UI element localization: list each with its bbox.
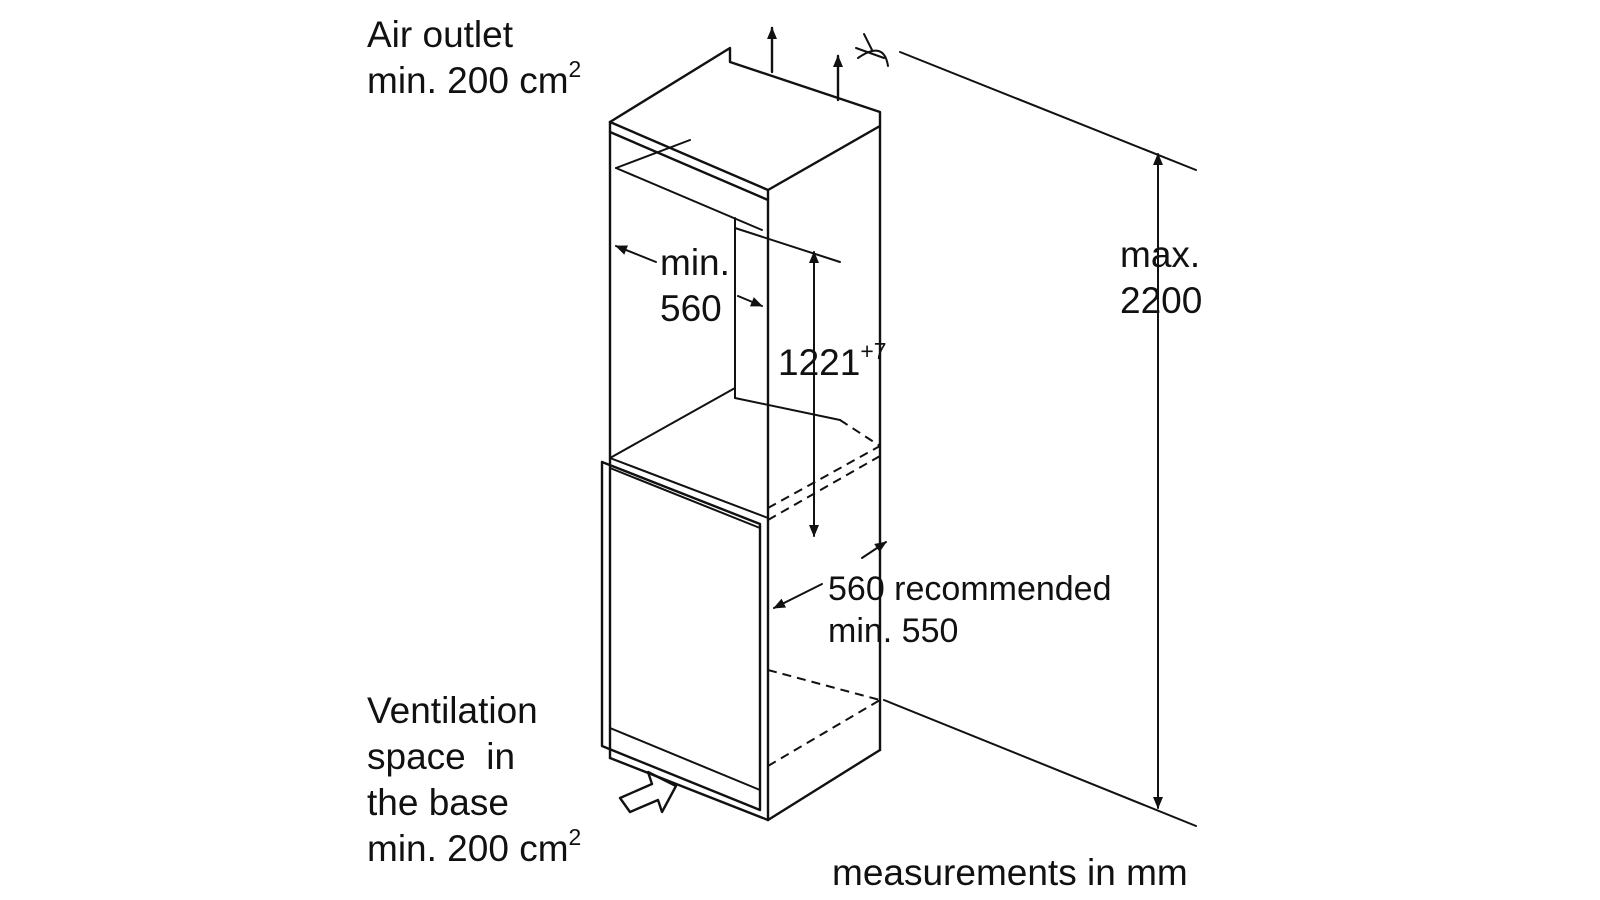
ventilation-line2: space in <box>367 736 516 777</box>
niche-height-value: 1221 <box>778 342 861 383</box>
depth-dimension <box>773 541 887 609</box>
min-width-dimension <box>615 245 763 307</box>
min-width-label: min. 560 <box>660 240 730 332</box>
min-width-line1: min. <box>660 242 730 283</box>
ventilation-label: Ventilation space in the base min. 200 c… <box>367 688 581 876</box>
units-note: measurements in mm <box>832 852 1188 893</box>
max-height-line1: max. <box>1120 234 1201 275</box>
niche-height-tolerance: +7 <box>860 337 887 364</box>
min-width-line2: 560 <box>660 288 722 329</box>
depth-line2: min. 550 <box>828 612 959 650</box>
niche-height-dimension <box>734 227 841 537</box>
depth-line1: 560 recommended <box>828 570 1112 608</box>
ventilation-line3: the base <box>367 782 509 823</box>
ventilation-line1: Ventilation <box>367 690 538 731</box>
tilt-icon <box>855 33 889 67</box>
max-height-label: max. 2200 <box>1120 232 1202 324</box>
hidden-lines <box>767 419 881 767</box>
max-height-line2: 2200 <box>1120 280 1203 321</box>
arrow-right-outline-icon <box>618 770 678 814</box>
air-outlet-line1: Air outlet <box>367 14 514 55</box>
arrow-up-icon <box>767 26 843 102</box>
niche-height-label: 1221+7 <box>778 337 887 390</box>
depth-label: 560 recommended min. 550 <box>828 568 1112 652</box>
ventilation-line4: min. 200 cm2 <box>367 823 582 869</box>
appliance-door <box>600 460 762 812</box>
air-outlet-line2: min. 200 cm2 <box>367 55 582 101</box>
cabinet-outline <box>608 46 882 822</box>
max-height-dimension <box>883 51 1197 827</box>
air-outlet-label: Air outlet min. 200 cm2 <box>367 12 581 108</box>
